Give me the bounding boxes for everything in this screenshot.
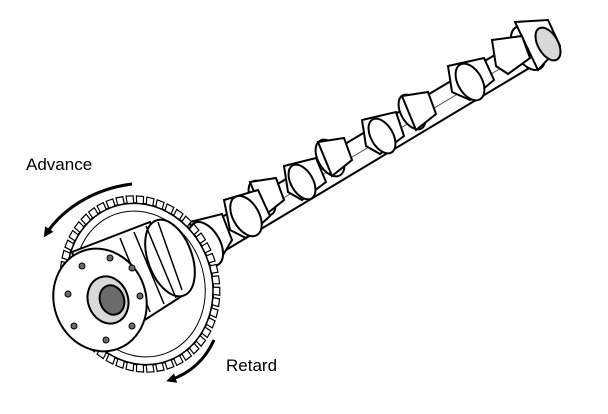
sprocket-tooth xyxy=(145,363,155,373)
sprocket-tooth xyxy=(181,349,193,362)
sprocket-tooth xyxy=(87,206,99,219)
sprocket-tooth xyxy=(61,249,71,261)
sprocket-tooth xyxy=(155,198,165,210)
sprocket-tooth xyxy=(105,353,116,365)
bolt-hole-3 xyxy=(128,264,136,272)
cam-lobes xyxy=(187,18,562,272)
sprocket-tooth xyxy=(209,263,219,274)
sprocket-tooth xyxy=(188,342,200,355)
sprocket-tooth xyxy=(212,286,221,296)
cam-lobe-1 xyxy=(446,56,496,102)
cam-lobe-2 xyxy=(490,34,532,76)
bolt-hole-8 xyxy=(64,290,72,298)
sprocket-tooth xyxy=(115,358,125,370)
sprocket-tooth xyxy=(135,195,145,205)
sprocket-tooth xyxy=(195,232,207,245)
retard-arrow xyxy=(166,339,216,383)
bolt-hole-5 xyxy=(128,322,136,330)
bolt-hole-2 xyxy=(106,254,114,262)
sprocket-tooth xyxy=(125,195,135,205)
advance-arrow xyxy=(43,182,133,238)
journal-2 xyxy=(397,90,438,132)
sprocket-tooth xyxy=(172,354,184,367)
sprocket-tooth xyxy=(96,201,108,214)
sprocket-tooth xyxy=(211,296,221,308)
advance-label: Advance xyxy=(26,155,93,174)
sprocket-tooth xyxy=(200,242,212,254)
retard-label: Retard xyxy=(226,356,278,375)
bolt-hole-7 xyxy=(70,322,78,330)
sprocket-tooth xyxy=(105,198,116,209)
sprocket-tooth xyxy=(64,239,75,252)
bolt-hole-4 xyxy=(136,292,144,300)
sprocket-tooth xyxy=(172,208,184,221)
sprocket-tooth xyxy=(125,361,135,372)
sprocket-tooth xyxy=(73,220,85,234)
sprocket-tooth xyxy=(115,195,125,206)
cam-lobe-5 xyxy=(222,188,272,240)
bolt-holes xyxy=(64,254,144,344)
cam-lobe-4 xyxy=(282,156,328,202)
sprocket-tooth xyxy=(164,359,175,370)
bolt-hole-1 xyxy=(78,262,86,270)
sprocket-tooth xyxy=(145,196,155,207)
sprocket-tooth xyxy=(205,252,216,264)
sprocket-tooth xyxy=(188,223,200,236)
sprocket-tooth xyxy=(164,203,175,215)
sprocket-tooth xyxy=(80,213,92,226)
sprocket-tooth xyxy=(195,334,207,348)
sprocket-tooth xyxy=(68,229,80,242)
vvt-actuator xyxy=(52,218,196,353)
sprocket-tooth xyxy=(200,326,212,339)
sprocket-tooth xyxy=(135,363,145,373)
cam-lobe-3 xyxy=(360,110,406,156)
sprocket-tooth xyxy=(211,275,221,285)
sprocket-tooth xyxy=(205,316,216,329)
bolt-hole-6 xyxy=(102,336,110,344)
sprocket-tooth xyxy=(155,362,165,373)
sprocket-tooth xyxy=(209,307,219,319)
sprocket-tooth xyxy=(181,215,193,228)
journal-3 xyxy=(314,136,354,178)
